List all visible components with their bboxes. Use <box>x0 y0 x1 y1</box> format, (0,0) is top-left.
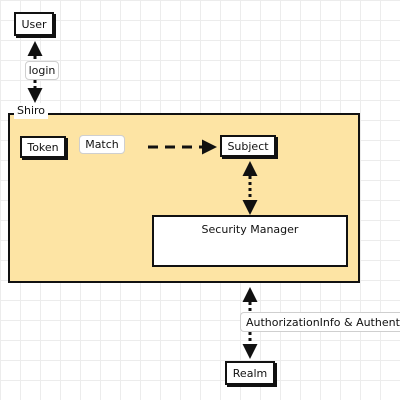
auth-info-edge-label: AuthorizationInfo & AuthenticationInfo <box>240 312 400 332</box>
login-edge-label: login <box>25 61 59 80</box>
match-text: Match <box>85 138 119 151</box>
security-manager-node: Security Manager <box>152 215 348 267</box>
login-text: login <box>28 64 56 77</box>
realm-node: Realm <box>225 361 275 385</box>
user-node: User <box>14 12 54 36</box>
realm-label: Realm <box>232 366 268 380</box>
subject-node: Subject <box>220 135 276 157</box>
security-manager-label: Security Manager <box>201 223 299 236</box>
subject-label: Subject <box>227 139 269 153</box>
shiro-label: Shiro <box>14 103 49 119</box>
auth-info-text: AuthorizationInfo & AuthenticationInfo <box>246 315 400 329</box>
token-node: Token <box>20 136 66 158</box>
match-edge-label: Match <box>79 135 125 154</box>
token-label: Token <box>27 140 59 154</box>
user-label: User <box>21 17 47 31</box>
